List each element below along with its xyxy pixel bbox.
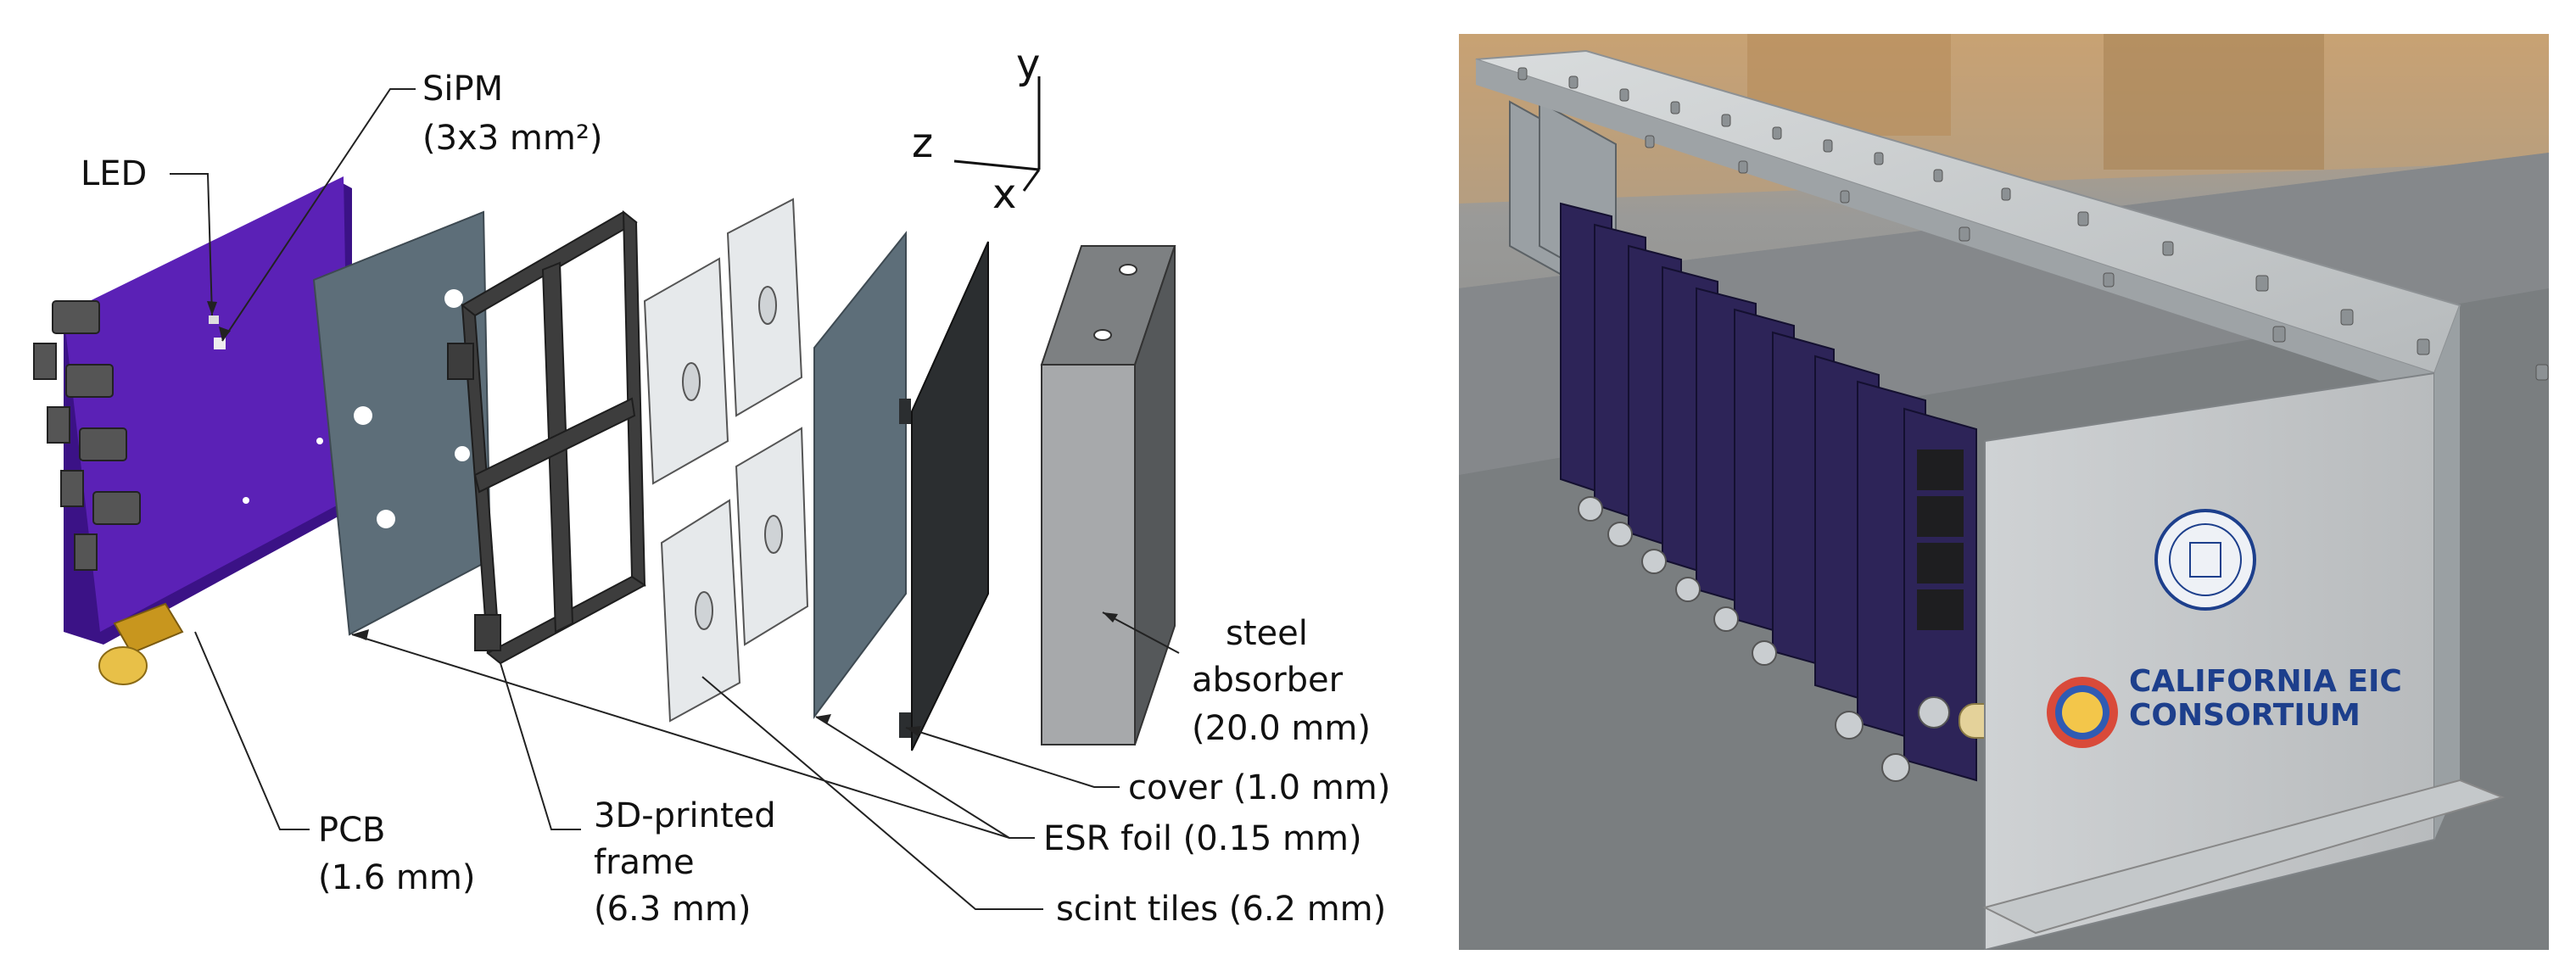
label-scint: scint tiles (6.2 mm): [1056, 890, 1386, 929]
sma-connector: [98, 602, 184, 685]
scint-tiles: [643, 198, 809, 723]
svg-text:CONSORTIUM: CONSORTIUM: [2129, 698, 2361, 733]
label-steel-size: (20.0 mm): [1192, 709, 1371, 748]
label-frame: 3D-printed: [594, 796, 776, 835]
prototype-photo: CALIFORNIA EIC CONSORTIUM: [1459, 34, 2549, 950]
svg-text:CALIFORNIA EIC: CALIFORNIA EIC: [2129, 664, 2402, 699]
steel-absorber: [1040, 245, 1176, 745]
california-eic-logo: CALIFORNIA EIC CONSORTIUM: [2047, 664, 2402, 748]
label-pcb: PCB: [318, 811, 386, 850]
label-led: LED: [81, 154, 147, 193]
axes-triad: y z x: [912, 41, 1041, 218]
cover-plate: [911, 241, 989, 751]
esr-foil-back: [813, 231, 907, 720]
3d-printed-frame: [447, 209, 646, 666]
esr-foil-front: [312, 210, 492, 636]
label-pcb-size: (1.6 mm): [318, 858, 475, 897]
pcb-stack: [1560, 202, 1977, 782]
leader-lines: [170, 88, 1180, 910]
label-frame-2: frame: [594, 843, 695, 882]
label-sipm-size: (3x3 mm²): [422, 119, 602, 158]
label-steel: steel: [1226, 614, 1308, 653]
label-esr: ESR foil (0.15 mm): [1043, 819, 1362, 858]
arrow-heads: [207, 301, 1118, 736]
pcb-board: [33, 176, 352, 685]
label-frame-size: (6.3 mm): [594, 890, 751, 929]
led-marker: [209, 315, 219, 324]
uc-seal: [2154, 509, 2256, 611]
bnc-connectors: [1578, 496, 1950, 782]
axis-label-z: z: [912, 120, 933, 167]
exploded-diagram: y z x: [33, 41, 1390, 929]
label-cover: cover (1.0 mm): [1128, 768, 1390, 807]
axis-label-y: y: [1016, 41, 1040, 88]
axis-label-x: x: [992, 170, 1016, 218]
label-steel-2: absorber: [1192, 661, 1344, 700]
label-sipm: SiPM: [422, 70, 503, 109]
